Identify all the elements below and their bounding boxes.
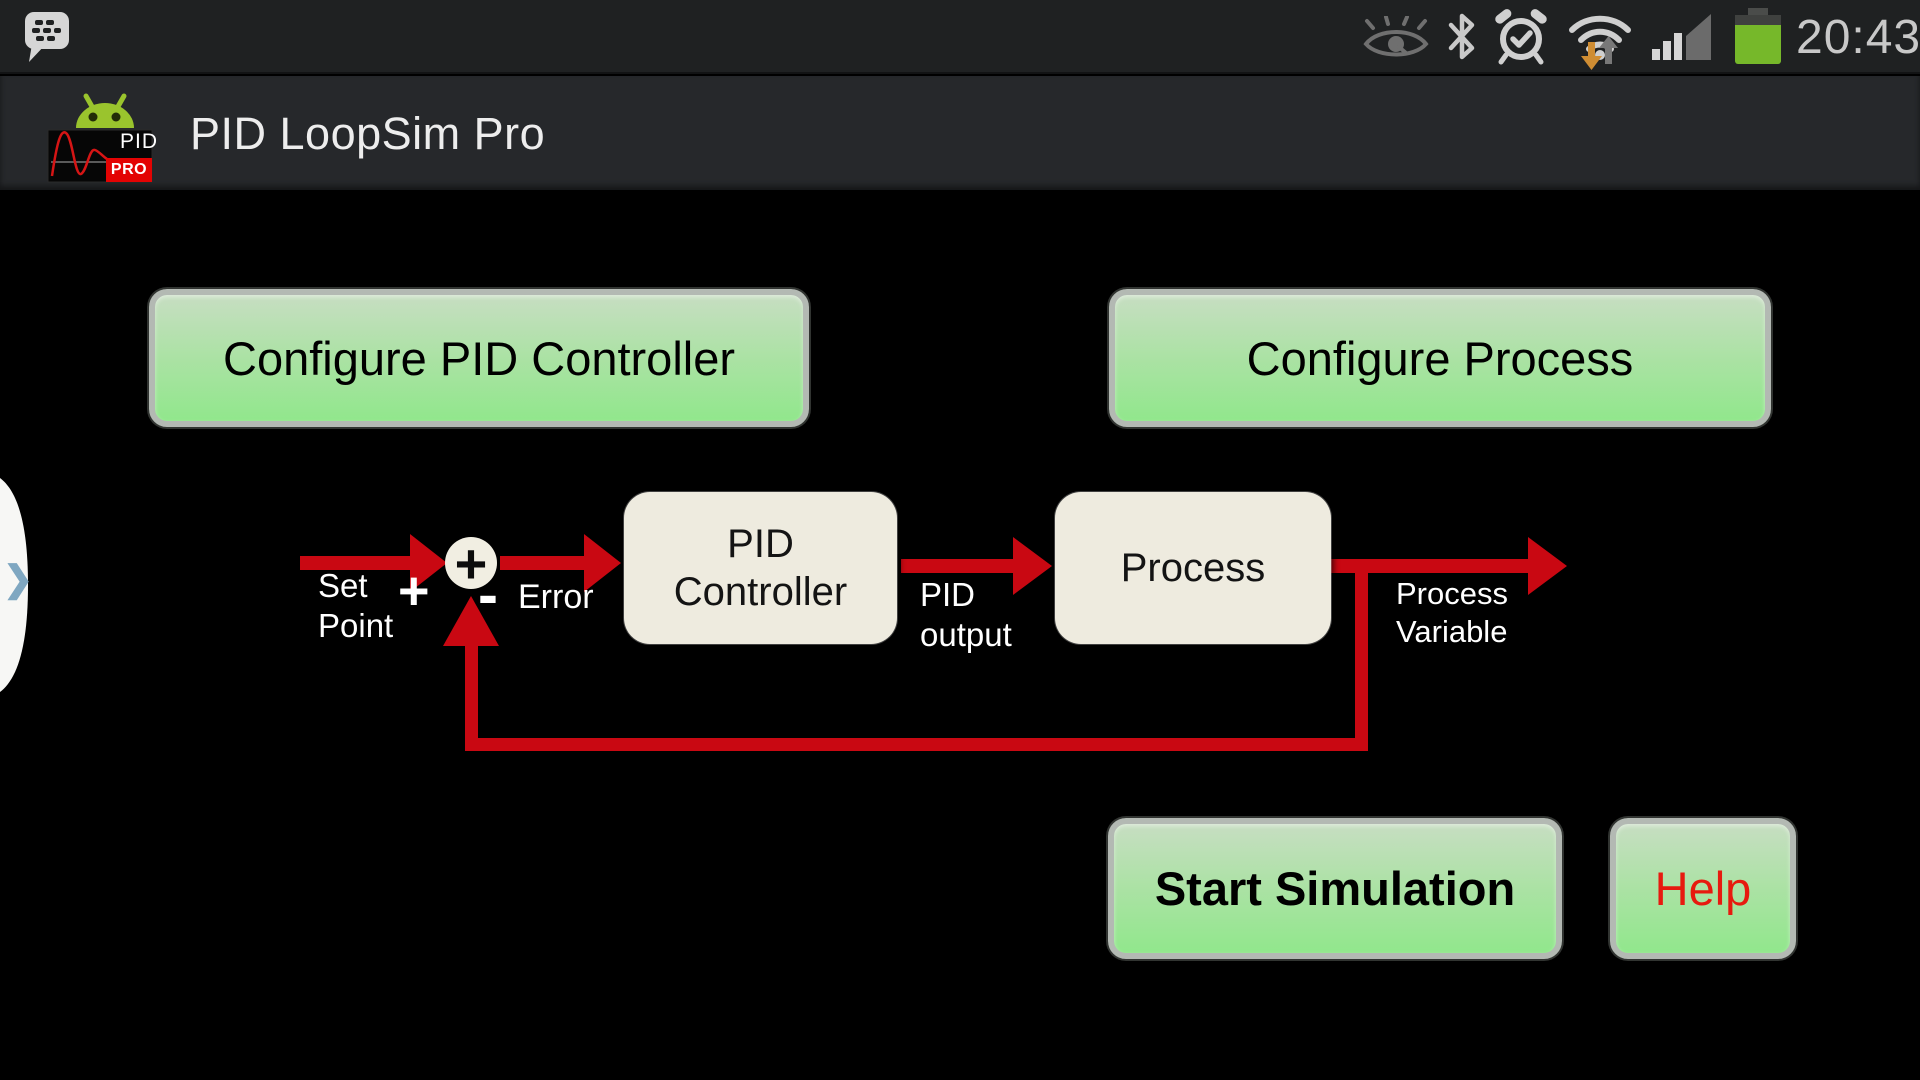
alarm-icon [1492, 6, 1550, 71]
app-logo-icon: PID PRO [42, 84, 168, 184]
feedback-minus-sign: - [478, 561, 498, 628]
multiwindow-edge-handle[interactable]: ❯ [0, 478, 36, 692]
app-action-bar: PID PRO PID LoopSim Pro [0, 76, 1920, 190]
summing-junction-plus: + [454, 531, 488, 595]
status-bar: 20:43 [0, 0, 1920, 74]
smart-stay-eye-icon [1363, 15, 1429, 65]
help-button[interactable]: Help [1610, 818, 1796, 959]
bbm-message-icon [22, 8, 74, 69]
chevron-right-icon: ❯ [3, 558, 34, 599]
page-title: PID LoopSim Pro [190, 108, 546, 159]
bluetooth-icon [1447, 10, 1477, 69]
process-block: Process [1055, 492, 1331, 644]
pid-controller-block: PID Controller [624, 492, 897, 644]
configure-process-button[interactable]: Configure Process [1109, 289, 1771, 427]
process-variable-label: Process Variable [1396, 576, 1508, 649]
logo-pid-text: PID [119, 130, 158, 153]
battery-icon [1732, 8, 1784, 71]
clock-text: 20:43 [1796, 11, 1920, 64]
set-point-label: Set Point [318, 567, 394, 645]
start-simulation-button[interactable]: Start Simulation [1108, 818, 1562, 959]
logo-pro-badge: PRO [106, 158, 152, 182]
configure-pid-controller-button[interactable]: Configure PID Controller [149, 289, 809, 427]
pid-output-label: PID output [920, 576, 1012, 654]
wifi-updown-icon [1566, 8, 1634, 75]
error-label: Error [518, 578, 594, 616]
signal-icon [1650, 12, 1714, 67]
setpoint-plus-sign: + [398, 561, 430, 621]
